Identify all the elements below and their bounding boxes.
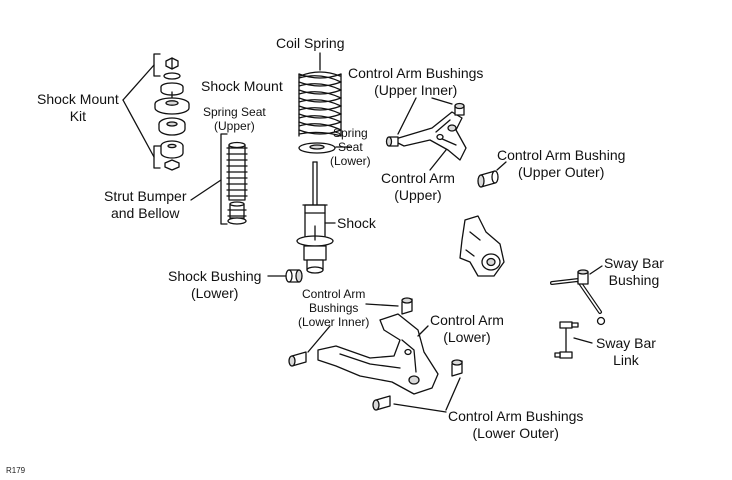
- label-line: Link: [613, 352, 639, 368]
- bellow-drawing: [226, 141, 248, 225]
- spring-seat-lower-drawing: [298, 142, 336, 154]
- figure-code: R179: [6, 466, 26, 475]
- label-shock-mount: Shock Mount: [201, 78, 283, 94]
- label-coil-spring: Coil Spring: [276, 35, 345, 51]
- label-line: Kit: [69, 108, 87, 124]
- label-shock-bushing-lower: Shock Bushing (Lower): [168, 268, 261, 302]
- shock-bushing-drawing: [285, 269, 303, 283]
- shock-mount-kit-brackets: [122, 53, 161, 169]
- label-line: Control Arm Bushing: [497, 147, 626, 163]
- coil-spring-drawing: [298, 71, 342, 137]
- label-control-arm-upper: Control Arm (Upper): [381, 170, 455, 204]
- label-line: (Upper): [214, 119, 255, 133]
- upper-control-arm-drawing: [385, 102, 467, 161]
- label-line: (Upper Outer): [518, 164, 605, 180]
- label-spring-seat-lower: Spring Seat (Lower): [330, 126, 371, 168]
- sway-bar-link-leader: [573, 337, 593, 344]
- label-line: (Lower Outer): [472, 425, 559, 441]
- label-sway-bar-bushing: Sway Bar Bushing: [604, 255, 664, 289]
- label-line: Shock Bushing: [168, 268, 262, 284]
- label-line: Spring Seat: [203, 105, 266, 119]
- upper-outer-bushing-drawing: [477, 170, 499, 188]
- label-strut-bumper-and-bellow: Strut Bumper and Bellow: [104, 188, 186, 222]
- lower-outer-bushings-leaders: [393, 377, 461, 413]
- label-line: (Lower): [190, 285, 239, 301]
- label-line: (Lower Inner): [298, 315, 370, 329]
- lower-control-arm-leader: [417, 325, 429, 337]
- label-line: Spring: [333, 126, 368, 140]
- label-line: Bushings: [309, 301, 359, 315]
- label-line: (Upper Inner): [374, 82, 458, 98]
- sway-bar-drawing: [550, 269, 606, 326]
- label-line: Seat: [338, 140, 363, 154]
- shock-drawing: [296, 161, 334, 274]
- label-line: Control Arm Bushings: [348, 65, 484, 81]
- label-line: Control Arm Bushings: [448, 408, 584, 424]
- label-sway-bar-link: Sway Bar Link: [596, 335, 656, 369]
- label-control-arm-bushings-upper-inner: Control Arm Bushings (Upper Inner): [348, 65, 483, 99]
- upper-outer-bushing-leader: [496, 161, 507, 171]
- upper-inner-bushings-leaders: [397, 97, 453, 135]
- label-line: Bushing: [608, 272, 660, 288]
- label-line: Control Arm: [430, 312, 504, 328]
- lower-control-arm-drawing: [288, 297, 463, 411]
- label-shock-mount-kit: Shock Mount Kit: [37, 91, 119, 125]
- sway-bar-bushing-leader: [589, 265, 603, 275]
- label-line: (Upper): [394, 187, 442, 203]
- label-line: Shock Mount: [37, 91, 119, 107]
- label-control-arm-bushings-lower-outer: Control Arm Bushings (Lower Outer): [448, 408, 583, 442]
- label-shock: Shock: [337, 215, 376, 231]
- label-line: Sway Bar: [604, 255, 664, 271]
- label-line: (Lower): [330, 154, 371, 168]
- label-line: and Bellow: [110, 205, 180, 221]
- label-line: Strut Bumper: [104, 188, 187, 204]
- label-line: (Lower): [443, 329, 491, 345]
- label-line: Control Arm: [381, 170, 455, 186]
- lower-inner-bushings-leaders: [307, 303, 399, 353]
- label-control-arm-bushings-lower-inner: Control Arm Bushings (Lower Inner): [298, 287, 369, 329]
- upper-control-arm-leader: [429, 149, 447, 171]
- label-line: Control Arm: [302, 287, 366, 301]
- label-control-arm-lower: Control Arm (Lower): [430, 312, 504, 346]
- shock-mount-kit-drawing: [154, 57, 190, 171]
- sway-bar-link-drawing: [554, 321, 579, 359]
- label-control-arm-bushing-upper-outer: Control Arm Bushing (Upper Outer): [497, 147, 625, 181]
- steering-knuckle-drawing: [459, 215, 505, 277]
- strut-bumper-bracket: [190, 133, 228, 225]
- label-spring-seat-upper: Spring Seat (Upper): [203, 105, 266, 133]
- label-line: Sway Bar: [596, 335, 656, 351]
